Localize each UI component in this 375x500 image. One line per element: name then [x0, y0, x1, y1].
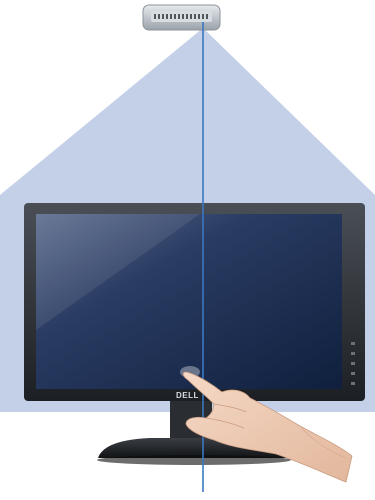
monitor-brand-label: DELL — [176, 391, 199, 400]
ceiling-sensor-icon — [143, 5, 220, 30]
